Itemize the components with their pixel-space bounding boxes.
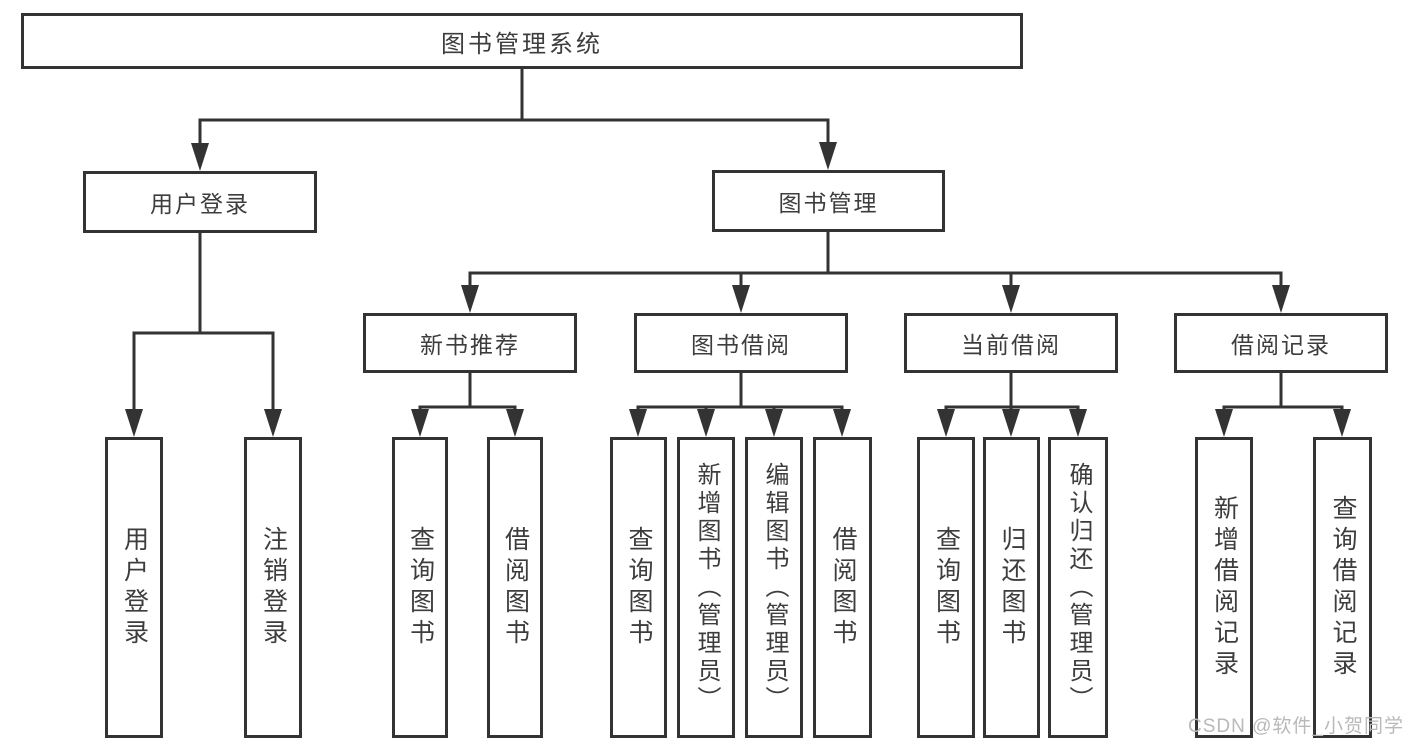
arrowheads	[125, 142, 1351, 437]
arrow-down-icon	[461, 285, 479, 313]
node-new-book-recommend: 新书推荐	[363, 313, 577, 373]
leaf-borrow-borrow-book: 借阅图书	[813, 437, 872, 738]
node-borrow-record: 借阅记录	[1174, 313, 1388, 373]
leaf-record-query-borrow-record: 查询借阅记录	[1313, 437, 1372, 738]
arrow-down-icon	[833, 409, 851, 437]
leaf-current-return-book: 归还图书	[983, 437, 1040, 738]
leaf-borrow-query-book: 查询图书	[610, 437, 667, 738]
node-user-login: 用户登录	[83, 171, 317, 233]
leaf-record-add-borrow-record: 新增借阅记录	[1195, 437, 1253, 738]
leaf-recommend-query-book: 查询图书	[392, 437, 448, 738]
leaf-borrow-add-book-admin: 新增图书（管理员）	[677, 437, 735, 738]
arrow-down-icon	[697, 409, 715, 437]
arrow-down-icon	[765, 409, 783, 437]
arrow-down-icon	[1002, 285, 1020, 313]
leaf-logout-login: 注销登录	[244, 437, 302, 738]
arrow-down-icon	[629, 409, 647, 437]
arrow-down-icon	[937, 409, 955, 437]
arrow-down-icon	[191, 143, 209, 171]
node-library-management-system: 图书管理系统	[21, 13, 1023, 69]
arrow-down-icon	[1069, 409, 1087, 437]
arrow-down-icon	[411, 409, 429, 437]
arrow-down-icon	[1215, 409, 1233, 437]
node-current-borrow: 当前借阅	[904, 313, 1118, 373]
leaf-current-query-book: 查询图书	[917, 437, 975, 738]
node-book-borrow: 图书借阅	[634, 313, 848, 373]
arrow-down-icon	[1002, 409, 1020, 437]
node-book-management: 图书管理	[712, 170, 945, 232]
leaf-borrow-edit-book-admin: 编辑图书（管理员）	[745, 437, 803, 738]
leaf-recommend-borrow-book: 借阅图书	[487, 437, 543, 738]
arrow-down-icon	[732, 285, 750, 313]
arrow-down-icon	[506, 409, 524, 437]
arrow-down-icon	[1333, 409, 1351, 437]
arrow-down-icon	[264, 409, 282, 437]
arrow-down-icon	[125, 409, 143, 437]
csdn-watermark: CSDN @软件_小贺同学	[1188, 716, 1404, 737]
arrow-down-icon	[1272, 285, 1290, 313]
leaf-current-confirm-return-admin: 确认归还（管理员）	[1048, 437, 1108, 738]
arrow-down-icon	[819, 142, 837, 170]
leaf-user-login: 用户登录	[105, 437, 163, 738]
